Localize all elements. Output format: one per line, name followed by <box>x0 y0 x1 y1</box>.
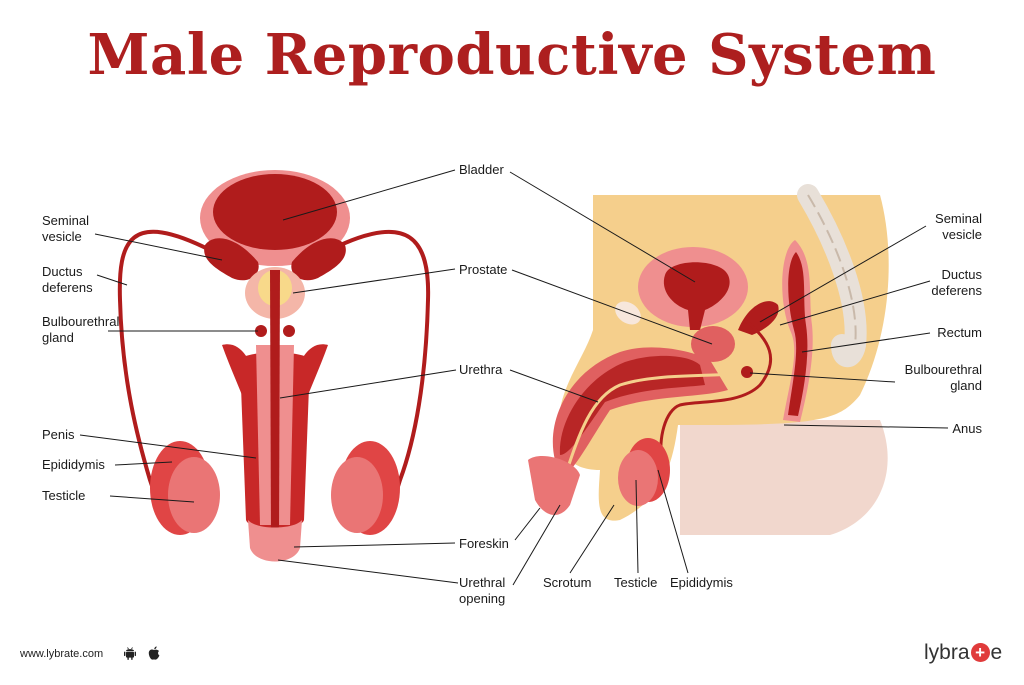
leader-opening-front <box>277 559 459 584</box>
label-seminal-vesicle-left: Seminal vesicle <box>42 213 89 244</box>
label-urethral-opening: Urethral opening <box>459 575 506 606</box>
leader-lines <box>79 169 949 586</box>
leader-prostate-side <box>511 269 713 345</box>
front-view <box>117 170 431 562</box>
android-icon[interactable] <box>122 645 138 661</box>
label-seminal-vesicle-right: Seminal vesicle <box>935 211 982 242</box>
brand-text-a: lybra <box>924 641 970 664</box>
side-view <box>528 184 889 535</box>
side-skin-back <box>680 420 888 535</box>
leader-foreskin-side <box>514 507 541 541</box>
front-seminal-left <box>204 238 259 281</box>
side-prostate <box>691 326 735 362</box>
brand-logo[interactable]: lybra+e <box>924 641 1002 665</box>
front-bladder <box>213 174 337 250</box>
leader-bgland-right <box>749 372 896 383</box>
front-urethra <box>270 270 280 540</box>
leader-foreskin-front <box>293 542 456 548</box>
leader-urethra-side <box>509 369 599 403</box>
label-ductus-deferens-right: Ductus deferens <box>931 267 982 298</box>
label-bulbourethral-right: Bulbourethral gland <box>904 362 982 393</box>
front-testicle-left <box>168 457 220 533</box>
leader-seminal-right <box>759 225 927 323</box>
side-testicle <box>618 450 658 506</box>
leader-epididymis-left <box>114 461 173 466</box>
leader-ductus-right <box>779 280 931 326</box>
label-rectum: Rectum <box>937 325 982 340</box>
front-seminal-right <box>291 238 346 281</box>
side-glans <box>528 455 580 516</box>
side-bladder <box>663 262 730 330</box>
leader-penis <box>79 434 257 459</box>
label-bulbourethral-left: Bulbourethral gland <box>42 314 120 345</box>
leader-anus <box>783 424 949 429</box>
page-title: Male Reproductive System <box>87 22 937 88</box>
apple-icon[interactable] <box>146 645 162 661</box>
leader-urethra-front <box>279 369 457 399</box>
leader-epididymis-side <box>657 469 689 574</box>
front-bulbourethral-right <box>283 325 295 337</box>
label-urethra: Urethra <box>459 362 503 377</box>
front-testicle-right <box>331 457 383 533</box>
side-penis-spongy <box>559 355 705 455</box>
side-seminal <box>738 301 779 335</box>
leader-rectum <box>801 332 931 353</box>
label-foreskin: Foreskin <box>459 536 509 551</box>
label-bladder: Bladder <box>459 162 504 177</box>
side-rectum <box>788 252 808 416</box>
label-scrotum: Scrotum <box>543 575 592 590</box>
side-urethra <box>553 370 746 506</box>
front-glans <box>248 520 302 562</box>
leader-bladder-front <box>282 169 456 221</box>
leader-scrotum <box>569 504 615 574</box>
side-bulbourethral <box>741 366 753 378</box>
leader-seminal-left <box>94 233 223 261</box>
leader-prostate-front <box>292 268 456 294</box>
label-anus: Anus <box>952 421 982 436</box>
front-bulbourethral-left <box>255 325 267 337</box>
brand-plus-icon: + <box>970 643 990 662</box>
leader-testicle-side <box>635 479 639 574</box>
leader-ductus-left <box>96 274 128 286</box>
side-spine-shade <box>807 194 857 346</box>
leader-testicle-left <box>109 495 195 503</box>
label-prostate: Prostate <box>459 262 508 277</box>
footer-url[interactable]: www.lybrate.com <box>20 648 104 660</box>
leader-bladder-side <box>509 171 696 283</box>
label-testicle-left: Testicle <box>42 488 86 503</box>
label-ductus-deferens-left: Ductus deferens <box>42 264 93 295</box>
label-penis: Penis <box>42 427 75 442</box>
side-ductus <box>659 318 773 461</box>
label-epididymis-side: Epididymis <box>670 575 733 590</box>
leader-opening-side <box>512 504 561 586</box>
label-epididymis-left: Epididymis <box>42 457 105 472</box>
brand-text-b: e <box>990 641 1003 664</box>
label-testicle-side: Testicle <box>614 575 658 590</box>
